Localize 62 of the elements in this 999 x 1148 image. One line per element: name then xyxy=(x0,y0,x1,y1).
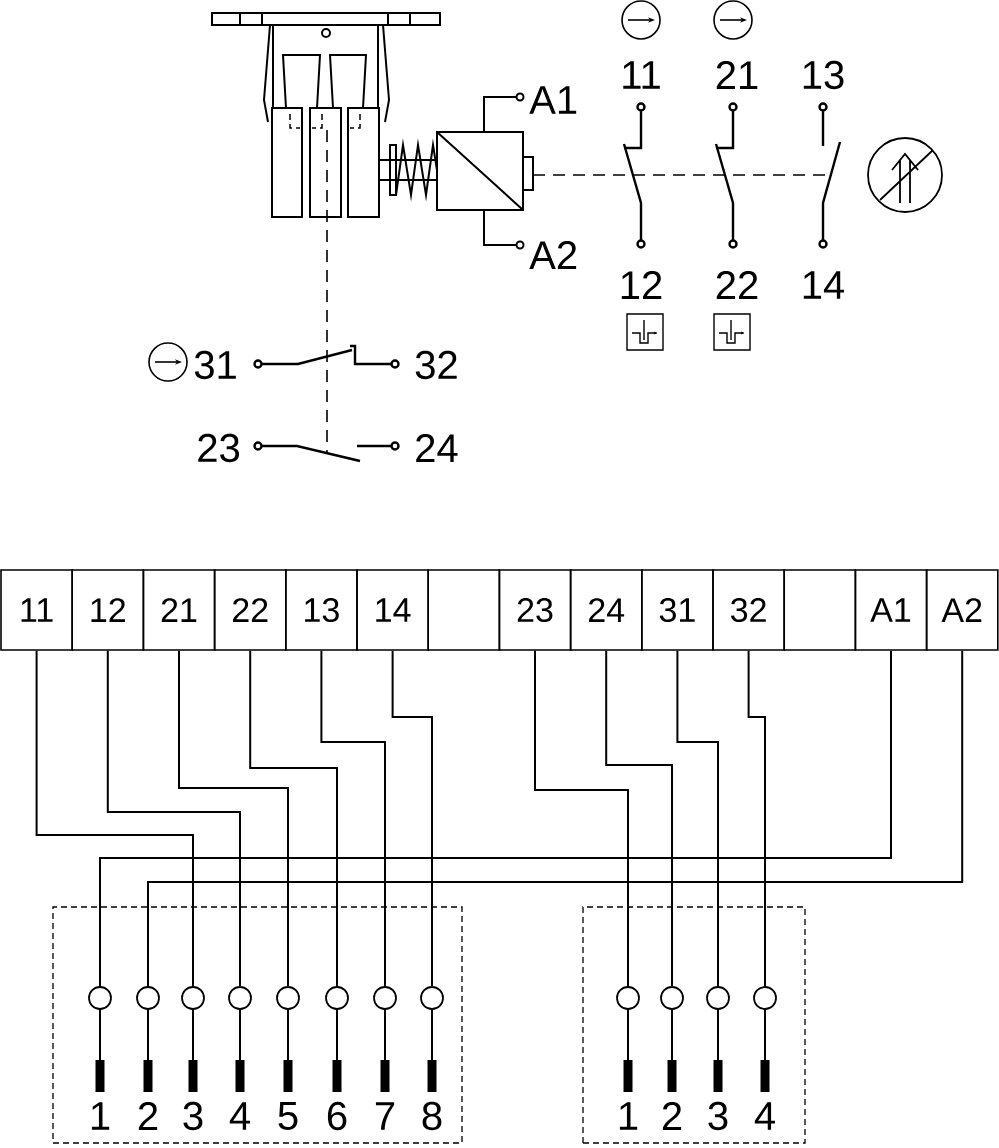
connector-pin: 2 xyxy=(136,986,160,1130)
terminal-cell: A1 xyxy=(854,569,928,651)
node-label: 7 xyxy=(375,1102,395,1130)
node-label: 4 xyxy=(229,1102,250,1130)
node-label: 6 xyxy=(327,1101,347,1131)
terminal-cell: 14 xyxy=(356,569,429,651)
terminal-label: A1 xyxy=(529,86,577,114)
terminal-cell: 22 xyxy=(213,569,287,651)
terminal-cell: 24 xyxy=(569,569,643,651)
terminal-label: A2 xyxy=(529,241,577,269)
connector-pin: 4 xyxy=(228,986,252,1130)
connector-pin: 6 xyxy=(325,986,349,1131)
connector-pin: 1 xyxy=(616,986,640,1130)
terminal-label: 14 xyxy=(803,271,845,299)
wire xyxy=(106,649,241,988)
node-label: 4 xyxy=(754,1102,775,1130)
terminal-cell: A2 xyxy=(925,569,999,651)
wire xyxy=(35,649,194,988)
connector-pin: 4 xyxy=(753,986,777,1130)
terminal-label: 12 xyxy=(621,271,662,299)
terminal-label: 32 xyxy=(415,350,457,380)
node-label: 3 xyxy=(183,1101,203,1131)
terminal-label: 23 xyxy=(198,433,240,463)
wire xyxy=(249,649,338,988)
connector-pin: 5 xyxy=(276,986,300,1130)
terminal-cell: 32 xyxy=(712,569,785,651)
terminal-cell: 11 xyxy=(0,569,73,651)
wire xyxy=(391,649,433,988)
wire xyxy=(747,649,766,988)
node-label: 2 xyxy=(662,1102,682,1130)
connector-pin: 3 xyxy=(706,986,730,1131)
node-label: 8 xyxy=(422,1101,442,1131)
node-label: 3 xyxy=(708,1101,728,1131)
wire xyxy=(320,649,386,988)
terminal-cell: 23 xyxy=(498,569,572,651)
node-label: 1 xyxy=(91,1102,110,1130)
terminal-cell: 21 xyxy=(142,569,216,651)
connector-pin: 1 xyxy=(88,986,112,1130)
connector-pin: 8 xyxy=(420,986,444,1131)
terminal-label: 13 xyxy=(803,60,844,90)
connector-pin: 2 xyxy=(660,986,684,1130)
terminal-cell: 31 xyxy=(641,569,714,651)
terminal-label: 22 xyxy=(716,271,758,299)
node-label: 2 xyxy=(138,1102,158,1130)
connector-housing xyxy=(52,906,463,1144)
terminal-label: 21 xyxy=(716,61,758,89)
wire xyxy=(676,649,719,988)
connector-pin: 3 xyxy=(181,986,205,1131)
wire xyxy=(178,649,289,988)
terminal-cell: 12 xyxy=(71,569,145,651)
connector-housing xyxy=(582,906,806,1144)
terminal-label: 11 xyxy=(623,61,660,89)
terminal-cell: 13 xyxy=(285,569,358,651)
node-label: 5 xyxy=(278,1102,298,1130)
node-label: 1 xyxy=(619,1102,638,1130)
blank-terminal-cell xyxy=(427,569,501,651)
wire xyxy=(534,649,629,988)
terminal-label: 31 xyxy=(194,350,236,380)
blank-terminal-cell xyxy=(783,569,857,651)
terminal-label: 24 xyxy=(416,434,458,462)
connector-pin: 7 xyxy=(373,986,397,1130)
wire xyxy=(605,649,673,988)
